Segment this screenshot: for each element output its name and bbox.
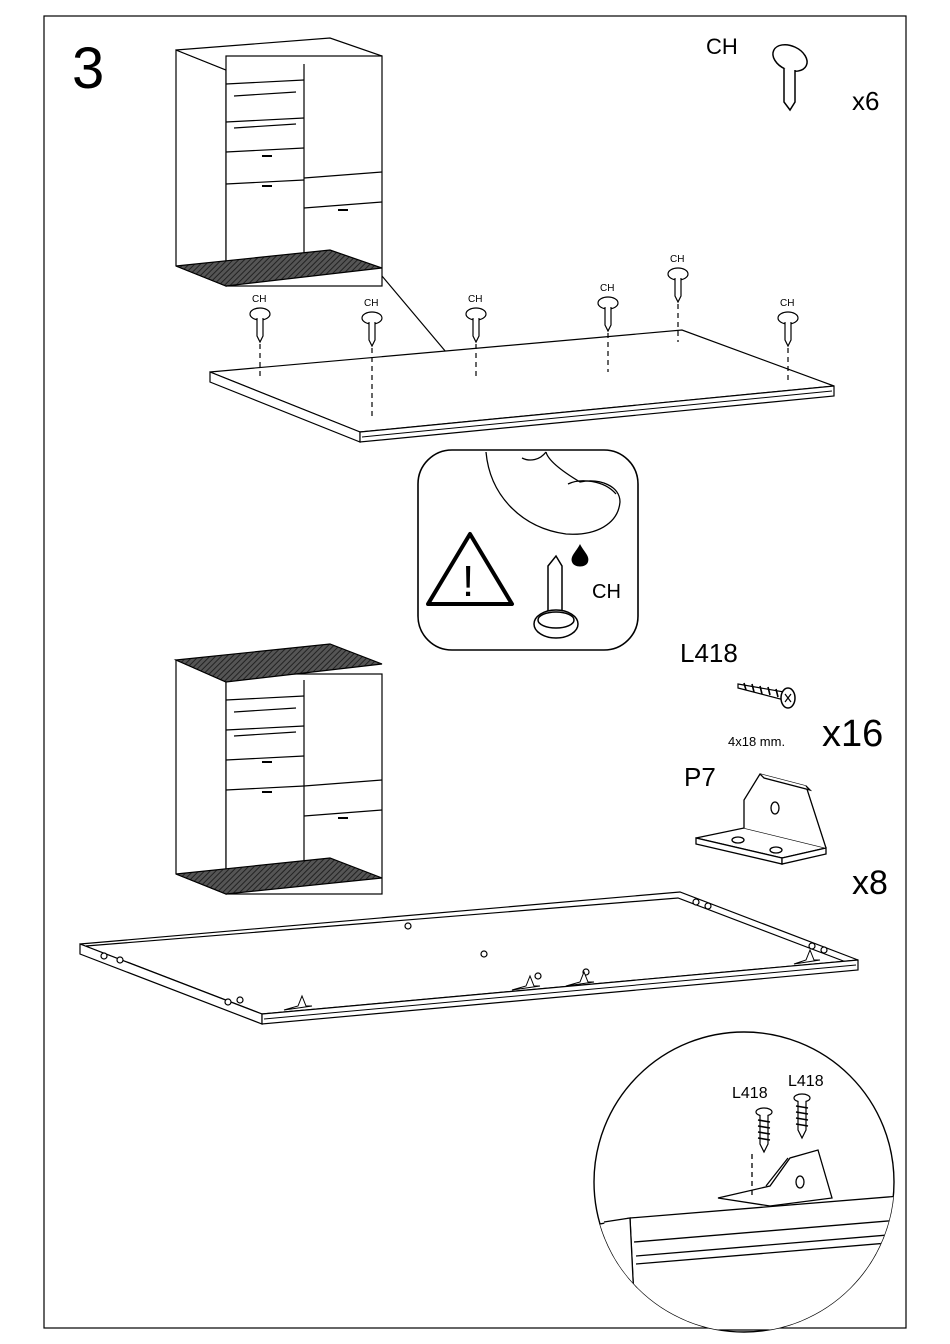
ch-part-legend: CH x6 (706, 34, 879, 116)
ch-nail-label: CH (468, 294, 482, 305)
l418-part-size: 4x18 mm. (728, 734, 785, 749)
ch-nail-label: CH (252, 294, 266, 305)
ch-part-code: CH (706, 34, 738, 59)
nail-icon (769, 40, 812, 110)
step-number: 3 (72, 36, 104, 101)
ch-nail-label: CH (670, 254, 684, 265)
warning-box: ! CH (418, 450, 638, 650)
detail-label-1: L418 (732, 1085, 768, 1102)
l418-part-qty: x16 (822, 713, 883, 755)
cabinet-with-top (176, 644, 382, 894)
p7-part-code: P7 (684, 762, 716, 792)
ch-part-qty: x6 (852, 86, 879, 116)
detail-label-2: L418 (788, 1073, 824, 1090)
warning-symbol: ! (462, 557, 474, 606)
cabinet-upside-down (176, 38, 446, 352)
ch-nail-5: CH (668, 254, 688, 342)
bottom-panel (80, 892, 858, 1024)
l418-part-legend: L418 4x18 mm. x16 (680, 638, 883, 755)
ch-nail-label: CH (600, 283, 614, 294)
warning-part-code: CH (592, 581, 621, 603)
p7-part-legend: P7 x8 (684, 762, 888, 902)
l418-part-code: L418 (680, 638, 738, 668)
screw-icon (738, 683, 795, 708)
top-panel (210, 330, 834, 442)
ch-nail-label: CH (780, 298, 794, 309)
detail-magnifier: L418 L418 (580, 1032, 900, 1340)
p7-part-qty: x8 (852, 864, 888, 902)
ch-nail-label: CH (364, 298, 378, 309)
